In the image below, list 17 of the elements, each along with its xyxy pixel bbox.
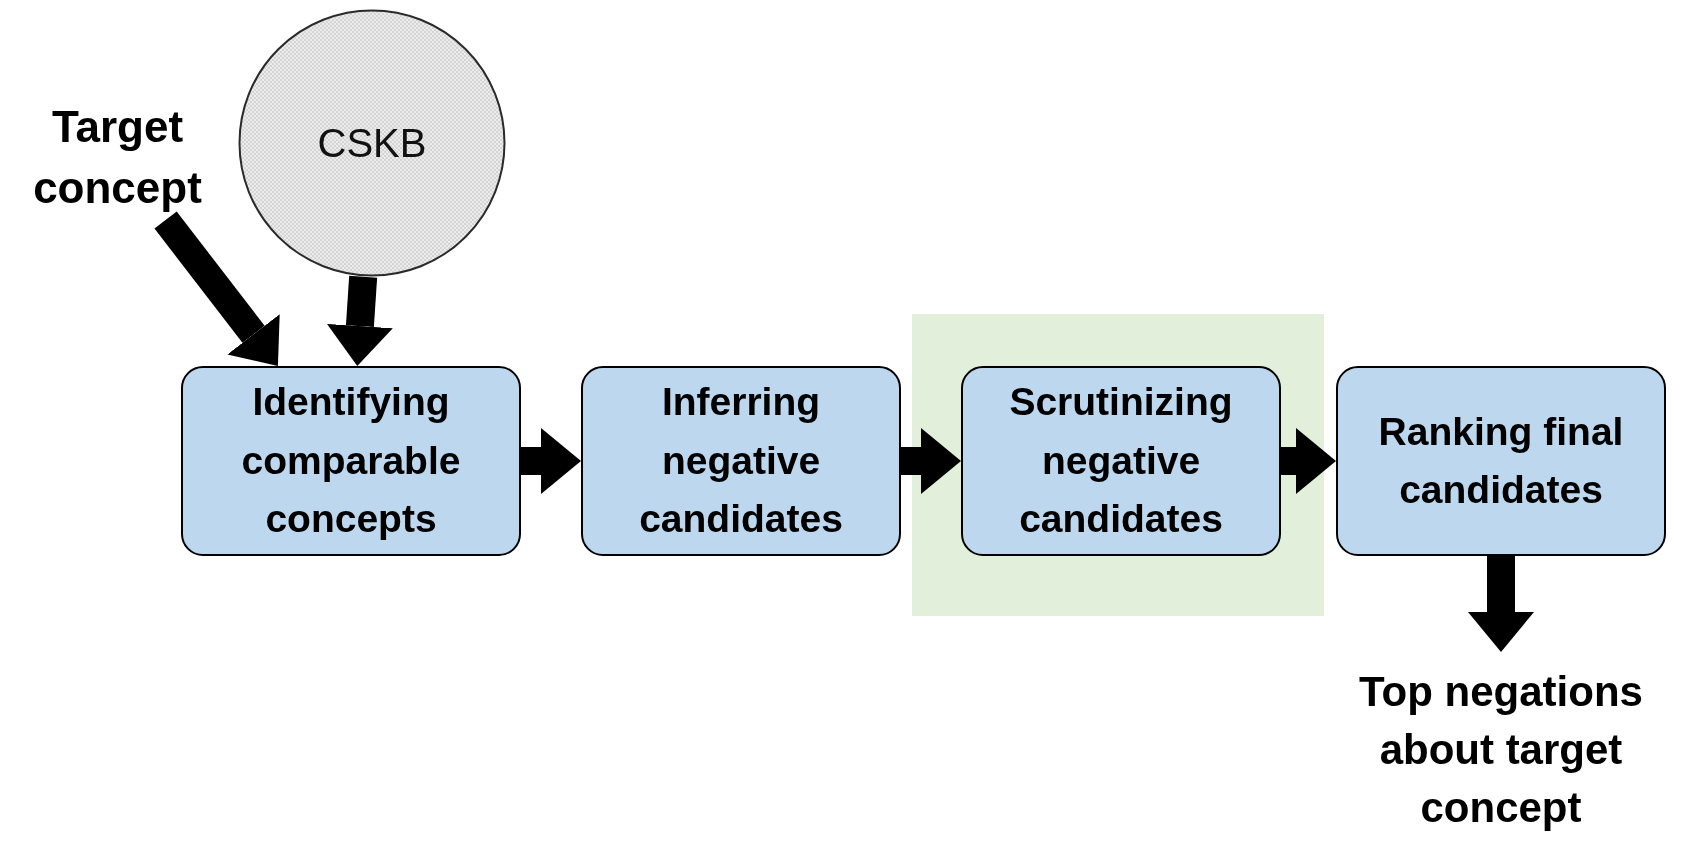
- block-arrow: [154, 211, 280, 366]
- process-box: [581, 366, 901, 556]
- circle-label: CSKB: [317, 120, 427, 166]
- block-arrow: [1281, 428, 1336, 494]
- process-box: [181, 366, 521, 556]
- step-label: Inferring negative candidates: [638, 379, 844, 543]
- step-label: Ranking final candidates: [1377, 408, 1625, 513]
- step-label: Identifying comparable concepts: [240, 379, 462, 543]
- block-arrow: [1468, 556, 1534, 652]
- block-arrow: [521, 428, 581, 494]
- block-arrow: [327, 275, 393, 366]
- process-box: [961, 366, 1281, 556]
- step-label: Scrutinizing negative candidates: [1008, 379, 1234, 543]
- block-arrow: [901, 428, 961, 494]
- process-box: [1336, 366, 1666, 556]
- flow-label: Top negations about target concept: [1358, 667, 1644, 833]
- flow-label: Target concept: [32, 100, 203, 214]
